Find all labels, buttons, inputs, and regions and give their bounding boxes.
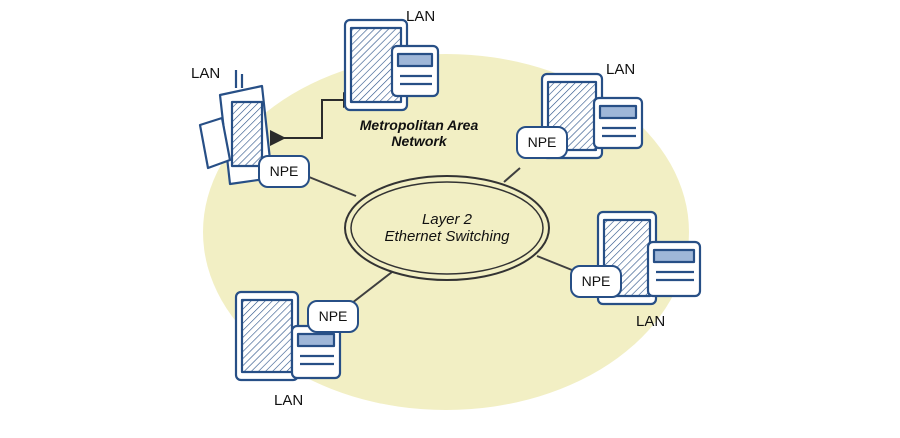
region-title-line2: Network <box>391 133 447 149</box>
lan-device-right-bottom <box>596 210 702 306</box>
npe-box-right-bottom: NPE <box>570 265 622 298</box>
core-label-line1: Layer 2 <box>421 211 473 228</box>
link-left <box>308 176 357 197</box>
npe-box-right-top: NPE <box>516 126 568 159</box>
link-right-top <box>503 167 521 183</box>
lan-label-right-bottom: LAN <box>636 313 666 330</box>
lan-label-top: LAN <box>406 8 436 25</box>
connection-lines <box>308 167 573 304</box>
lan-label-left: LAN <box>191 65 221 82</box>
interconnect-arrow <box>270 92 359 146</box>
region-title-line1: Metropolitan Area <box>359 117 479 133</box>
lan-device-top <box>343 18 440 112</box>
link-bottom-left <box>351 271 393 304</box>
lan-label-right-top: LAN <box>606 61 636 78</box>
npe-box-left: NPE <box>258 155 310 188</box>
core-label-line2: Ethernet Switching <box>384 228 510 245</box>
link-right-bottom <box>536 255 573 271</box>
ethernet-switch-ring <box>344 175 550 281</box>
region-title: Metropolitan Area Network <box>349 117 489 149</box>
lan-label-bottom-left: LAN <box>274 392 304 409</box>
npe-box-bottom-left: NPE <box>307 300 359 333</box>
core-label: Layer 2 Ethernet Switching <box>354 211 540 245</box>
